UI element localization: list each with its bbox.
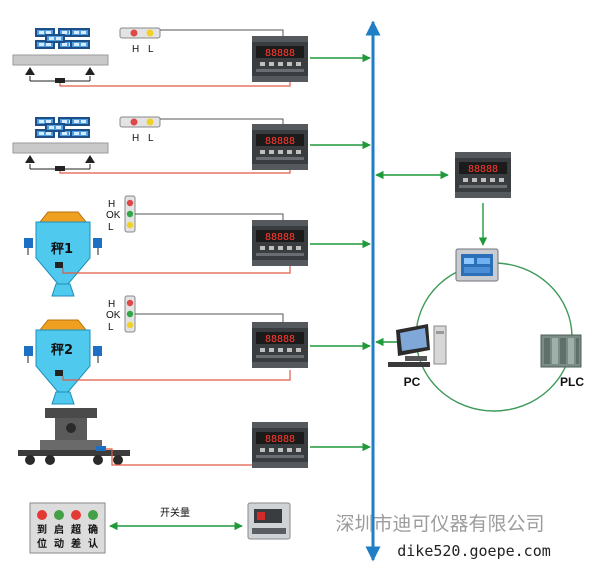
svg-text:启: 启 xyxy=(54,523,64,536)
signal-wire xyxy=(62,264,291,274)
platform-scale-icon xyxy=(12,28,109,83)
row2-platform-scale: H L xyxy=(12,116,371,174)
lamp-l-label: L xyxy=(108,322,114,333)
company-watermark: 深圳市迪可仪器有限公司 xyxy=(335,513,544,535)
signal-lamp-icon: H L xyxy=(119,27,161,55)
signal-lamp-icon: H L xyxy=(119,116,161,144)
weighing-controller-icon xyxy=(252,36,308,82)
signal-wire xyxy=(62,370,291,381)
weighing-controller-icon xyxy=(252,322,308,368)
url-watermark: dike520.goepe.com xyxy=(397,542,551,560)
panel-button-arrive[interactable]: 到 位 xyxy=(37,510,47,550)
weighing-controller-icon xyxy=(252,124,308,170)
tank-label: 秤2 xyxy=(51,342,73,358)
switch-signal-label: 开关量 xyxy=(160,506,190,519)
signal-lamp-icon: H OK L xyxy=(106,295,136,333)
row6-indicator-panel: 到 位 启 动 超 差 确 认 开关量 xyxy=(29,502,291,554)
io-module-icon xyxy=(247,502,291,540)
row3-hopper-scale: 秤1 H OK L xyxy=(24,195,371,297)
weighing-controller-icon xyxy=(252,422,308,468)
svg-text:超: 超 xyxy=(70,523,82,536)
touch-screen-hmi-icon xyxy=(455,248,499,282)
hopper-scale-icon: 秤2 xyxy=(24,319,102,405)
plc-label: PLC xyxy=(560,375,584,389)
platform-scale-icon xyxy=(12,117,109,171)
row4-hopper-scale: 秤2 H OK L xyxy=(24,295,371,405)
lamp-h-label: H xyxy=(108,199,115,210)
lamp-ok-label: OK xyxy=(106,310,121,321)
panel-button-confirm[interactable]: 确 认 xyxy=(88,510,99,550)
rail-scale-icon xyxy=(18,408,130,465)
panel-button-over-limit[interactable]: 超 差 xyxy=(70,510,82,550)
row1-platform-scale: H L xyxy=(12,27,371,87)
row5-rail-scale xyxy=(18,408,371,468)
hopper-scale-icon: 秤1 xyxy=(24,211,102,297)
lamp-l-label: L xyxy=(148,44,154,55)
pc-label: PC xyxy=(404,375,421,389)
weighing-controller-icon xyxy=(252,220,308,266)
lamp-ok-label: OK xyxy=(106,210,121,221)
lamp-h-label: H xyxy=(132,133,139,144)
lamp-l-label: L xyxy=(108,222,114,233)
svg-text:确: 确 xyxy=(88,523,98,536)
lamp-h-label: H xyxy=(108,299,115,310)
svg-text:认: 认 xyxy=(88,537,99,550)
svg-text:位: 位 xyxy=(37,537,47,550)
lamp-h-label: H xyxy=(132,44,139,55)
desktop-pc-icon xyxy=(388,324,447,367)
svg-text:动: 动 xyxy=(54,537,64,550)
panel-button-start[interactable]: 启 动 xyxy=(54,510,64,550)
weighing-controller-icon xyxy=(455,152,511,198)
svg-text:到: 到 xyxy=(37,523,47,536)
lamp-l-label: L xyxy=(148,133,154,144)
plc-rack-icon xyxy=(540,334,582,368)
svg-text:差: 差 xyxy=(71,537,81,550)
tank-label: 秤1 xyxy=(51,241,73,257)
signal-lamp-icon: H OK L xyxy=(106,195,136,233)
